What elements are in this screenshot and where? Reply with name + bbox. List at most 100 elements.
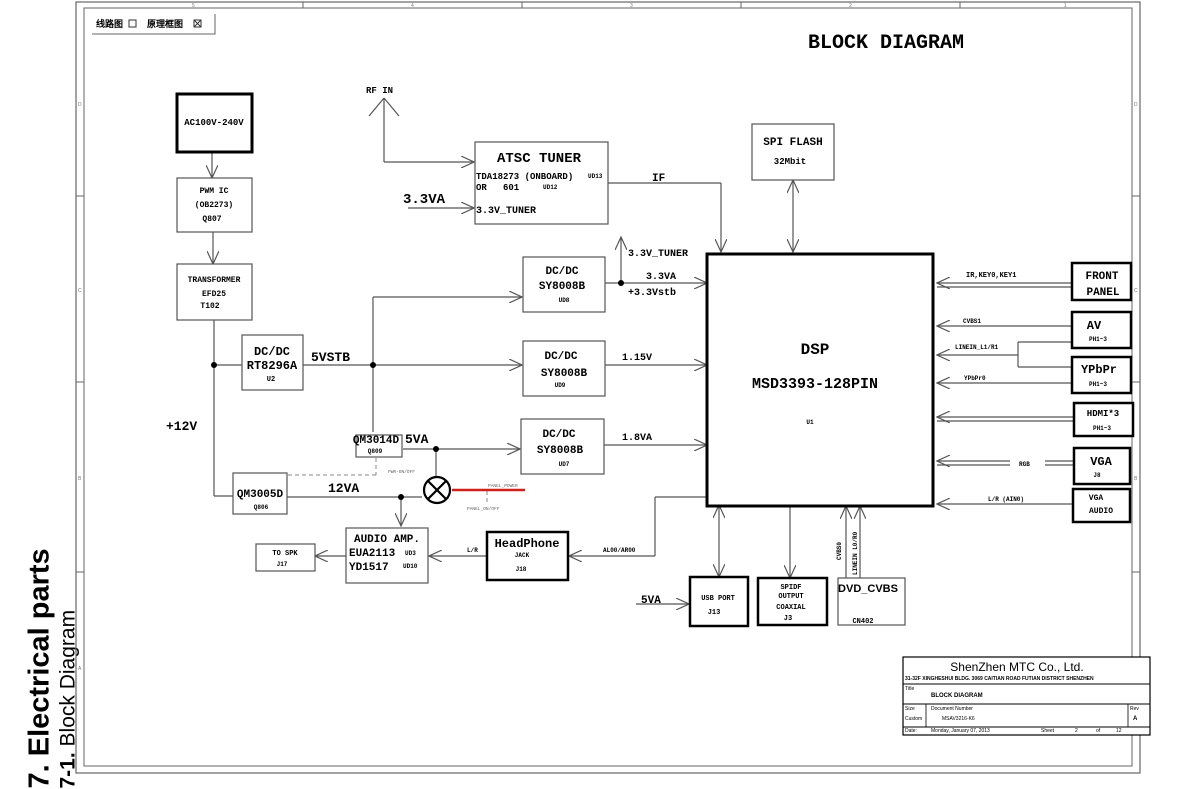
- legend-item-block: 原理框图: [147, 18, 183, 30]
- to-spk-ref: J17: [277, 561, 288, 568]
- junction-dots: [211, 280, 624, 500]
- headphone-block: [485, 530, 570, 582]
- ac-input-block: [175, 92, 254, 154]
- row-marker: C: [1134, 288, 1138, 294]
- row-marker: B: [78, 476, 82, 482]
- ypbpr-block: [1070, 355, 1133, 395]
- v12-label: +12V: [166, 419, 197, 434]
- dcdc-ud8-ref: UD8: [559, 297, 570, 304]
- av-ref: PH1~3: [1089, 336, 1107, 343]
- cvbs0-label: CVBS0: [836, 542, 843, 560]
- front-panel-block: [1070, 261, 1133, 302]
- transformer-ref: T102: [200, 302, 219, 311]
- column-marker: 5: [192, 3, 195, 9]
- atsc-tuner-ref2: UD12: [543, 184, 558, 191]
- spi-flash-size: 32Mbit: [774, 157, 806, 167]
- atsc-tuner-alt: OR 601: [476, 183, 520, 193]
- transformer-block: [176, 263, 253, 321]
- panel-onoff-label: PANEL_ON/OFF: [467, 506, 500, 512]
- title-label: Title: [905, 686, 914, 692]
- headphone-ref: J18: [516, 566, 527, 573]
- row-marker: C: [78, 288, 82, 294]
- docnum-value: MSAV3216-K6: [942, 716, 975, 722]
- dcdc-ud7-ref: UD7: [559, 461, 570, 468]
- panel-power-label: PANEL_POWER: [488, 483, 518, 489]
- ac-input-label: AC100V-240V: [184, 118, 244, 128]
- dcdc-ud9-block: [522, 340, 606, 397]
- vga-audio-block: [1071, 487, 1132, 524]
- dvd-cvbs-block: [837, 577, 906, 626]
- linein-l1r1-label: LINEIN_L1/R1: [955, 344, 999, 351]
- pwm-ic-block: [176, 177, 253, 233]
- dcdc-ud8-block: [522, 256, 606, 313]
- dsp-ref: U1: [806, 419, 814, 426]
- front-panel-label2: PANEL: [1086, 287, 1119, 299]
- dcdc-u2-label: DC/DC: [254, 345, 290, 359]
- dcdc-ud7-label: DC/DC: [542, 429, 575, 441]
- company-address: 31-32F XINGHESHUI BLDG. 3069 CAITIAN ROA…: [905, 676, 1094, 682]
- spdif-sub: OUTPUT: [778, 593, 803, 601]
- pwm-ic-label: PWM IC: [200, 187, 229, 196]
- lr-ain0-label: L/R (AIN0): [988, 496, 1024, 503]
- v5a-label: 5VA: [405, 432, 429, 447]
- pwr-onoff-label: PWR-ON/OFF: [388, 469, 415, 475]
- dcdc-u2-block: [241, 334, 304, 391]
- spi-flash-block: [751, 123, 835, 181]
- legend-box: 线路图 原理框图: [92, 14, 216, 35]
- title-value: BLOCK DIAGRAM: [931, 693, 983, 699]
- dsp-block: [705, 252, 935, 508]
- v5stb-label: 5VSTB: [311, 350, 350, 365]
- audio-amp-part1: EUA2113: [349, 548, 396, 560]
- hdmi-label: HDMI*3: [1087, 409, 1119, 419]
- qm3005d-label: QM3005D: [237, 489, 284, 501]
- size-label: Size: [905, 706, 915, 712]
- v33a-label: 3.3VA: [646, 272, 676, 283]
- usb-port-ref: J13: [708, 609, 721, 617]
- atsc-tuner-pin: 3.3V_TUNER: [476, 206, 536, 217]
- spdif-ref: J3: [784, 615, 792, 623]
- rev-label: Rev: [1130, 706, 1139, 712]
- ir-key-label: IR,KEY0,KEY1: [966, 272, 1016, 280]
- headphone-sub: JACK: [515, 552, 530, 559]
- atsc-tuner-part: TDA18273 (ONBOARD): [476, 172, 573, 182]
- dcdc-ud9-ref: UD9: [555, 382, 566, 389]
- cvbs1-label: CVBS1: [963, 318, 981, 325]
- legend-checkbox-checked[interactable]: [193, 19, 202, 28]
- column-marker: 3: [630, 3, 633, 9]
- av-block: [1070, 310, 1133, 350]
- column-marker: 4: [411, 3, 414, 9]
- legend-checkbox-unchecked[interactable]: [128, 19, 137, 28]
- audio-amp-block: [345, 527, 429, 584]
- wires: [212, 97, 1076, 604]
- date-value: Monday, January 07, 2013: [931, 728, 990, 734]
- v33stb-label: +3.3Vstb: [628, 287, 676, 299]
- row-marker: A: [78, 666, 82, 672]
- of-value: 12: [1116, 728, 1122, 734]
- v12a-label: 12VA: [328, 481, 359, 496]
- row-marker: D: [1134, 102, 1138, 108]
- vga-label: VGA: [1090, 455, 1112, 469]
- atsc-tuner-title: ATSC TUNER: [497, 151, 582, 167]
- dvd-cvbs-ref: CN402: [852, 618, 873, 626]
- dsp-part: MSD3393-128PIN: [752, 376, 878, 393]
- al00-ar00-label: AL00/AR00: [603, 547, 636, 554]
- title-block: ShenZhen MTC Co., Ltd. 31-32F XINGHESHUI…: [902, 656, 1151, 736]
- dvd-cvbs-label: DVD_CVBS: [838, 583, 898, 595]
- transformer-label: TRANSFORMER: [188, 276, 241, 285]
- v18a-label: 1.8VA: [622, 433, 652, 444]
- to-spk-block: [255, 543, 316, 572]
- vga-audio-label1: VGA: [1089, 494, 1104, 503]
- headphone-label: HeadPhone: [495, 537, 560, 551]
- av-label: AV: [1087, 319, 1102, 333]
- front-panel-label1: FRONT: [1085, 271, 1118, 283]
- sheet-value: 2: [1075, 728, 1078, 734]
- dcdc-ud9-part: SY8008B: [541, 368, 588, 380]
- vga-ref: J8: [1093, 472, 1101, 479]
- control-lines: [288, 458, 488, 504]
- audio-amp-part2: YD1517: [349, 562, 389, 574]
- spdif-label: SPIDF: [780, 584, 801, 592]
- qm3014d-label: QM3014D: [353, 435, 400, 447]
- qm3014d-block: [355, 434, 403, 458]
- atsc-tuner-block: [474, 141, 609, 225]
